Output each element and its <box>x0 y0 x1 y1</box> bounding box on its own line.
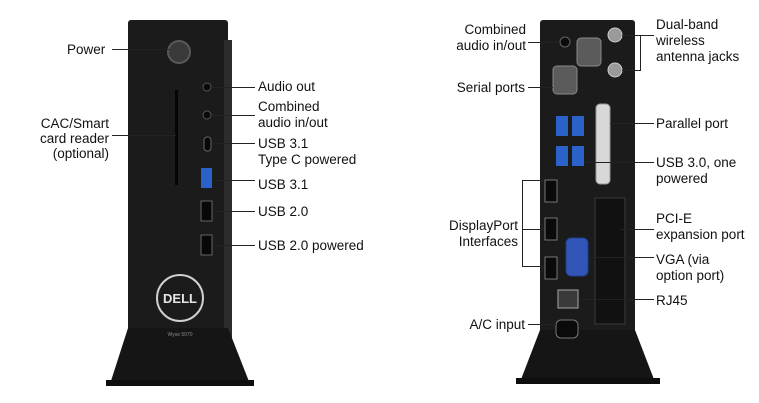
model-text: Wyse 5070 <box>168 332 193 338</box>
label-ac-input: A/C input <box>469 317 525 332</box>
label-power: Power <box>67 42 106 57</box>
rear-usb-2 <box>572 116 584 136</box>
front-chassis-edge <box>224 40 232 340</box>
displayport-2 <box>544 217 558 241</box>
leader-dp-3 <box>522 266 544 267</box>
label-vga-line1: VGA (via <box>656 252 710 267</box>
rear-usb-4 <box>572 146 584 166</box>
leader-usbc <box>212 143 255 144</box>
label-dp-line2: Interfaces <box>458 234 518 249</box>
leader-pcie <box>620 229 654 230</box>
leader-dp-1 <box>522 180 544 181</box>
label-pcie-line1: PCI-E <box>656 211 693 226</box>
label-usb20-powered: USB 2.0 powered <box>258 238 364 253</box>
usb20-port <box>200 200 213 222</box>
leader-antenna-vertical <box>640 35 641 71</box>
label-antenna-line3: antenna jacks <box>656 49 740 64</box>
leader-combined <box>212 115 255 116</box>
label-usb31: USB 3.1 <box>258 177 309 192</box>
label-cac-line2: card reader <box>39 131 109 146</box>
rear-stand-base <box>516 378 660 384</box>
usb31-port <box>201 168 212 188</box>
card-reader-slot <box>175 90 178 185</box>
front-stand <box>110 328 250 384</box>
ac-input <box>555 319 579 339</box>
leader-antenna-2 <box>622 70 640 71</box>
leader-usb30 <box>585 162 654 163</box>
antenna-jack-1 <box>607 27 623 43</box>
rear-usb-3 <box>556 146 568 166</box>
label-combined-line2: audio in/out <box>258 115 328 130</box>
dell-logo: DELL <box>163 291 197 306</box>
label-cac-line1: CAC/Smart <box>40 116 109 131</box>
leader-dp-bracket <box>522 180 523 266</box>
pcie-slot <box>594 197 626 325</box>
rear-view <box>516 20 660 384</box>
leader-rj45 <box>579 299 654 300</box>
leader-usb31 <box>213 180 255 181</box>
label-usb30-line1: USB 3.0, one <box>656 155 737 170</box>
leader-power <box>112 49 169 50</box>
label-pcie-line2: expansion port <box>656 227 745 242</box>
label-combined-line1: Combined <box>258 99 320 114</box>
rear-stand <box>520 330 655 382</box>
vga-port <box>565 237 589 277</box>
leader-parallel <box>610 123 654 124</box>
label-rear-combined-line2: audio in/out <box>456 38 526 53</box>
serial-port-1 <box>576 37 602 67</box>
label-vga-line2: option port) <box>656 268 725 283</box>
displayport-3 <box>544 256 558 280</box>
front-view: DELL Wyse 5070 <box>106 20 254 386</box>
label-usbc-line2: Type C powered <box>258 152 357 167</box>
leader-cac <box>112 135 176 136</box>
leader-serial <box>528 87 553 88</box>
power-button <box>167 40 191 64</box>
label-rear-combined-line1: Combined <box>464 22 526 37</box>
label-antenna-line1: Dual-band <box>656 17 719 32</box>
rear-audio-jack <box>559 36 571 48</box>
label-usb20: USB 2.0 <box>258 204 309 219</box>
front-chassis <box>128 20 228 365</box>
leader-usb20 <box>213 211 255 212</box>
label-parallel: Parallel port <box>656 116 729 131</box>
label-dp-line1: DisplayPort <box>448 218 518 233</box>
front-stand-base <box>106 380 254 386</box>
leader-dp-2 <box>522 229 544 230</box>
leader-ac-input <box>528 324 556 325</box>
leader-audio-out <box>212 87 255 88</box>
usb20-powered-port <box>200 234 213 256</box>
dell-logo-ring <box>156 274 204 322</box>
leader-vga <box>589 257 654 258</box>
rear-usb-1 <box>556 116 568 136</box>
combined-audio-jack <box>202 110 212 120</box>
label-serial: Serial ports <box>456 80 525 95</box>
label-usb30-line2: powered <box>656 171 708 186</box>
antenna-jack-2 <box>607 62 623 78</box>
usb-c-port <box>203 136 212 152</box>
label-cac-line3: (optional) <box>52 146 109 161</box>
parallel-port <box>595 103 611 185</box>
audio-out-jack <box>202 82 212 92</box>
label-rj45: RJ45 <box>656 293 688 308</box>
rj45-port <box>557 289 579 309</box>
label-audio-out: Audio out <box>258 79 316 94</box>
leader-antenna-1 <box>622 35 654 36</box>
label-antenna-line2: wireless <box>656 33 705 48</box>
serial-port-2 <box>552 65 578 95</box>
leader-usb20-powered <box>213 245 255 246</box>
label-usbc-line1: USB 3.1 <box>258 136 309 151</box>
leader-rear-combined <box>528 42 560 43</box>
displayport-1 <box>544 179 558 203</box>
